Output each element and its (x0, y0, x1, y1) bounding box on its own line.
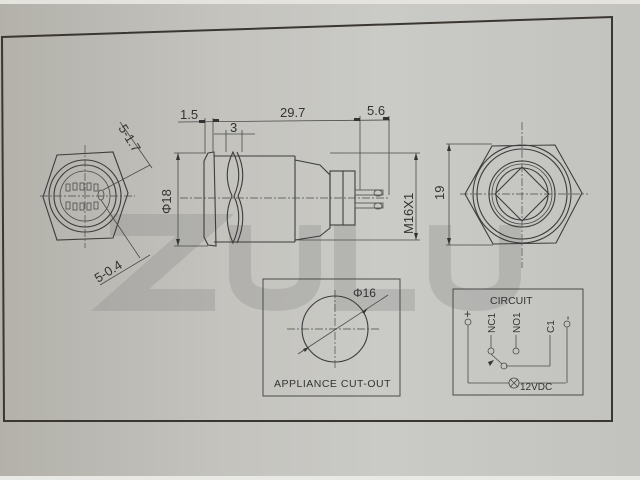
dim-terminal-b: 5-0.4 (92, 257, 125, 285)
cutout-box (262, 278, 401, 397)
dim-nut-thickness: 3 (230, 120, 237, 135)
bottom-edge (0, 476, 640, 480)
dim-terminal-length: 5.6 (367, 103, 385, 118)
circuit-terminal-c1: C1 (546, 320, 557, 333)
side-view (174, 116, 420, 247)
circuit-terminal-plus: + (464, 307, 471, 321)
watermark-zulu (90, 214, 521, 312)
dim-nut-across-flats: 19 (432, 186, 447, 200)
circuit-terminal-minus: - (560, 316, 574, 320)
circuit-lamp-label: 12VDC (520, 382, 552, 393)
circuit-terminal-no1: NO1 (512, 312, 523, 333)
dim-body-length: 29.7 (280, 105, 305, 120)
dim-thread: M16X1 (401, 193, 416, 234)
cutout-diameter: Φ16 (353, 286, 376, 300)
rear-view (446, 122, 588, 268)
circuit-box (452, 288, 584, 396)
top-edge (0, 0, 640, 4)
front-view (40, 121, 153, 286)
circuit-terminal-nc1: NC1 (487, 313, 498, 333)
dim-flange-diameter: Φ18 (159, 189, 174, 214)
circuit-title: CIRCUIT (490, 295, 533, 307)
dim-flange-thickness: 1.5 (180, 107, 198, 122)
drawing-frame (0, 15, 613, 422)
cutout-caption: APPLIANCE CUT-OUT (274, 378, 391, 390)
